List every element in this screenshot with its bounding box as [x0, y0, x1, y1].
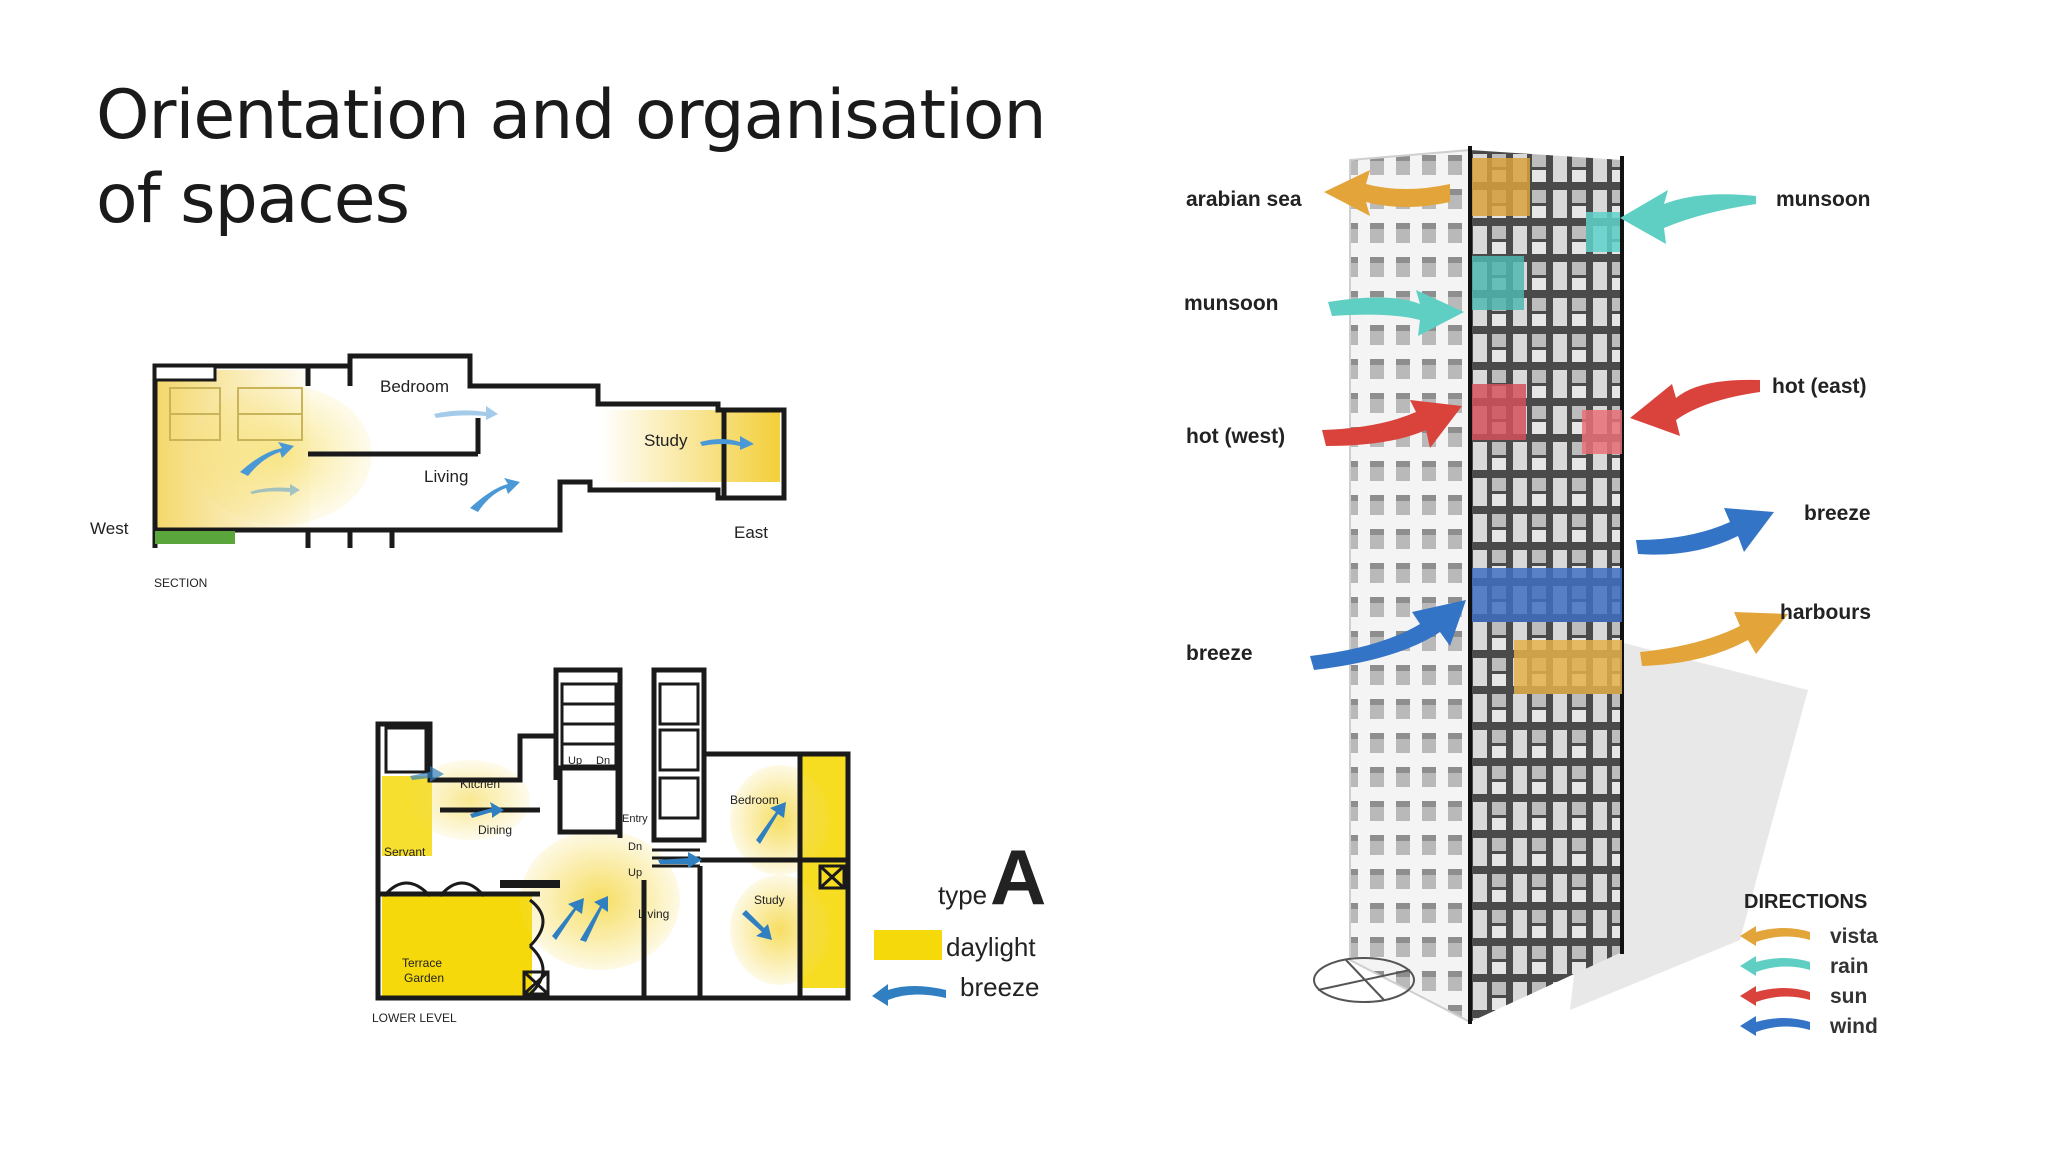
arrow-harbours	[1640, 612, 1788, 666]
direction-sun-label: sun	[1830, 985, 1867, 1008]
section-label-bedroom: Bedroom	[380, 377, 449, 396]
direction-vista-arrow	[1740, 926, 1810, 946]
arrow-hot-west	[1322, 400, 1462, 448]
section-outline	[152, 353, 787, 533]
floor-plan: Kitchen Dining Servant Terrace Garden Li…	[372, 667, 1046, 1025]
type-prefix: type	[938, 880, 987, 910]
arrow-breeze-left	[1310, 600, 1466, 670]
section-caption: SECTION	[154, 576, 207, 590]
direction-rain-arrow	[1740, 956, 1810, 976]
label-munsoon-right: munsoon	[1776, 188, 1871, 211]
label-arabian-sea: arabian sea	[1186, 188, 1302, 211]
section-label-east: East	[734, 523, 768, 542]
direction-wind-arrow	[1740, 1016, 1810, 1036]
plan-label-living: Living	[638, 907, 669, 921]
arrow-arabian-sea	[1324, 170, 1450, 216]
label-hot-east: hot (east)	[1772, 375, 1867, 398]
section-label-living: Living	[424, 467, 468, 486]
directions-title: DIRECTIONS	[1744, 891, 1867, 913]
plan-label-dn-2: Dn	[628, 841, 642, 853]
tower-diagram: arabian sea munsoon hot (west) breeze mu…	[1184, 146, 1878, 1038]
plan-label-garden: Garden	[404, 971, 444, 985]
plan-label-servant: Servant	[384, 845, 426, 859]
arrow-hot-east	[1630, 379, 1760, 436]
section-label-study: Study	[644, 431, 688, 450]
label-breeze-right: breeze	[1804, 502, 1871, 525]
arrow-breeze-right	[1636, 508, 1774, 555]
plan-breeze-arrows	[410, 766, 786, 942]
label-hot-west: hot (west)	[1186, 425, 1285, 448]
tower-highlighted-units	[1472, 158, 1622, 694]
terrace-daylight	[382, 896, 532, 996]
slide-title: Orientation and organisation of spaces	[96, 76, 1047, 239]
plan-label-up-2: Up	[628, 867, 642, 879]
plan-label-up-1: Up	[568, 755, 582, 767]
arrow-munsoon-right	[1620, 190, 1756, 244]
tower-side-face	[1349, 148, 1471, 1024]
section-breeze-arrows	[240, 406, 754, 512]
legend-breeze-label: breeze	[960, 972, 1040, 1002]
direction-wind-label: wind	[1829, 1015, 1878, 1038]
label-breeze-left: breeze	[1186, 642, 1253, 665]
legend-breeze-arrow	[872, 984, 946, 1006]
plan-label-dining: Dining	[478, 823, 512, 837]
direction-vista-label: vista	[1830, 925, 1878, 948]
label-harbours: harbours	[1780, 601, 1871, 624]
section-drawing: Bedroom Living Study West East SECTION	[90, 353, 787, 590]
plan-label-study: Study	[754, 893, 785, 907]
plan-label-entry: Entry	[622, 813, 648, 825]
legend-daylight-swatch	[874, 930, 942, 960]
green-roof-strip	[155, 531, 235, 544]
east-daylight-glow	[600, 410, 780, 482]
plan-label-terrace: Terrace	[402, 956, 442, 970]
plan-label-dn-1: Dn	[596, 755, 610, 767]
arrow-munsoon-left	[1328, 290, 1464, 336]
direction-rain-label: rain	[1830, 955, 1869, 978]
plan-label-bedroom: Bedroom	[730, 793, 779, 807]
directions-legend: vista rain sun wind	[1740, 925, 1878, 1038]
direction-sun-arrow	[1740, 986, 1810, 1006]
label-munsoon-left: munsoon	[1184, 292, 1279, 315]
plan-label-kitchen: Kitchen	[460, 777, 500, 791]
legend-daylight-label: daylight	[946, 932, 1036, 962]
section-label-west: West	[90, 519, 129, 538]
plan-caption: LOWER LEVEL	[372, 1011, 457, 1025]
tower-shadow	[1570, 640, 1808, 1010]
type-letter: A	[990, 833, 1046, 921]
compass	[1313, 957, 1415, 1003]
